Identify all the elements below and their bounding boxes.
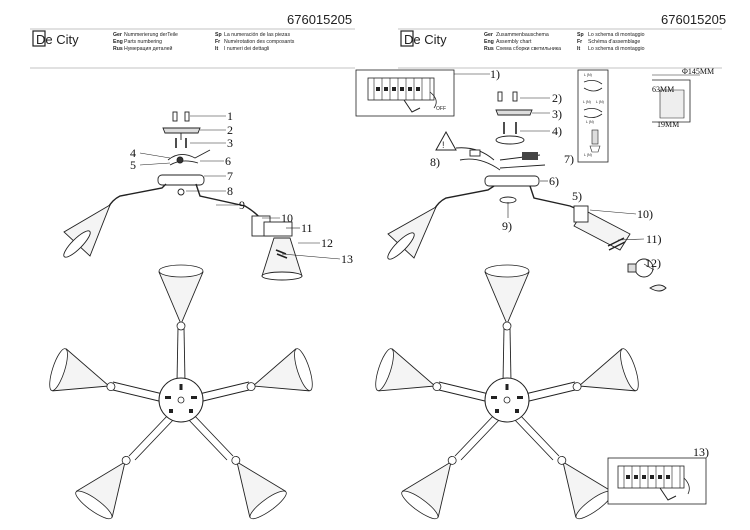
wiring-inset: L (N) L (N) L (N) L (N) L (N) [577, 69, 609, 163]
svg-text:Eng: Eng [113, 39, 123, 45]
svg-text:Ger: Ger [113, 32, 122, 38]
svg-text:11: 11 [301, 221, 313, 235]
svg-text:5: 5 [130, 158, 136, 172]
dimensions-inset: Φ145MM 63MM 19MM [652, 67, 714, 129]
svg-text:Rus: Rus [113, 46, 123, 52]
svg-text:L (N): L (N) [584, 73, 592, 77]
svg-text:Fr: Fr [577, 39, 582, 45]
brand-logo-text: De City [404, 32, 447, 47]
svg-text:Schéma d'assemblage: Schéma d'assemblage [588, 39, 640, 45]
article-number: 676015205 [287, 12, 352, 27]
callout-numbers: 1 2 3 4 5 6 7 8 9 10 11 12 13 [130, 109, 353, 266]
left-page: De City 676015205 Ger Nummerierung derTe… [30, 12, 355, 523]
svg-text:I numeri dei dettagli: I numeri dei dettagli [224, 46, 269, 52]
step-numbers: 1) 2) 3) 4) 5) 6) 7) 8) 9) 10) 11) 12) 1… [430, 67, 709, 459]
svg-text:La numeración de las piezas: La numeración de las piezas [224, 32, 290, 38]
svg-text:Ger: Ger [484, 32, 493, 38]
lamp-top-view [46, 265, 316, 523]
svg-text:OFF: OFF [436, 106, 446, 112]
brand-logo-text: De City [36, 32, 79, 47]
svg-text:2): 2) [552, 91, 562, 105]
step1-inset: OFF [355, 69, 490, 117]
svg-text:5): 5) [572, 189, 582, 203]
svg-text:3: 3 [227, 136, 233, 150]
title-block: Ger Nummerierung derTeile Eng Parts numb… [113, 32, 295, 52]
svg-text:3): 3) [552, 107, 562, 121]
svg-text:Sp: Sp [215, 32, 222, 38]
svg-text:Rus: Rus [484, 46, 494, 52]
right-page: De City 676015205 Ger Zusammenbauschema … [355, 12, 726, 523]
svg-text:13: 13 [341, 252, 353, 266]
svg-text:10): 10) [637, 207, 653, 221]
exploded-diagram [63, 111, 303, 281]
svg-text:4): 4) [552, 124, 562, 138]
svg-text:L (N): L (N) [596, 100, 604, 104]
svg-text:Lo schema di montaggio: Lo schema di montaggio [588, 32, 645, 38]
svg-text:7): 7) [564, 152, 574, 166]
svg-text:19MM: 19MM [657, 120, 679, 129]
svg-text:8: 8 [227, 184, 233, 198]
svg-text:8): 8) [430, 155, 440, 169]
svg-text:63MM: 63MM [652, 85, 674, 94]
svg-text:Nummerierung derTeile: Nummerierung derTeile [124, 32, 178, 38]
article-number: 676015205 [661, 12, 726, 27]
svg-text:Lo schema di montaggio: Lo schema di montaggio [588, 46, 645, 52]
svg-text:Нумерация деталей: Нумерация деталей [124, 45, 172, 52]
svg-text:9): 9) [502, 219, 512, 233]
svg-text:Sp: Sp [577, 32, 584, 38]
svg-text:It: It [215, 46, 218, 52]
assembly-diagram: ! [387, 91, 667, 292]
title-block: Ger Zusammenbauschema Eng Assembly chart… [484, 32, 645, 52]
svg-text:12: 12 [321, 236, 333, 250]
brand-logo: De City [400, 30, 447, 47]
svg-text:7: 7 [227, 169, 233, 183]
svg-text:1: 1 [227, 109, 233, 123]
svg-text:Φ145MM: Φ145MM [682, 67, 714, 76]
svg-text:6): 6) [549, 174, 559, 188]
svg-text:9: 9 [239, 198, 245, 212]
svg-text:Parts numbering: Parts numbering [124, 39, 162, 45]
svg-text:L (N): L (N) [586, 120, 594, 124]
svg-text:4: 4 [130, 146, 136, 160]
callout-leaders [139, 115, 341, 260]
brand-logo: De City [32, 30, 79, 47]
svg-text:Fr: Fr [215, 39, 220, 45]
svg-text:!: ! [442, 140, 445, 150]
svg-text:L (N): L (N) [583, 100, 591, 104]
svg-text:It: It [577, 46, 580, 52]
svg-text:Numérotation des composants: Numérotation des composants [224, 39, 295, 45]
svg-text:Eng: Eng [484, 39, 494, 45]
svg-text:11): 11) [646, 232, 662, 246]
svg-text:10: 10 [281, 211, 293, 225]
svg-text:Assembly chart: Assembly chart [496, 39, 532, 45]
step13-inset [607, 457, 707, 505]
svg-text:1): 1) [490, 67, 500, 81]
svg-text:Схема сборки светильника: Схема сборки светильника [496, 46, 561, 52]
svg-text:12): 12) [645, 256, 661, 270]
svg-text:Zusammenbauschema: Zusammenbauschema [496, 32, 549, 38]
svg-text:L (N): L (N) [584, 153, 592, 157]
svg-text:13): 13) [693, 445, 709, 459]
svg-text:2: 2 [227, 123, 233, 137]
lamp-top-view [372, 265, 642, 523]
step-leaders [507, 97, 655, 271]
svg-text:6: 6 [225, 154, 231, 168]
